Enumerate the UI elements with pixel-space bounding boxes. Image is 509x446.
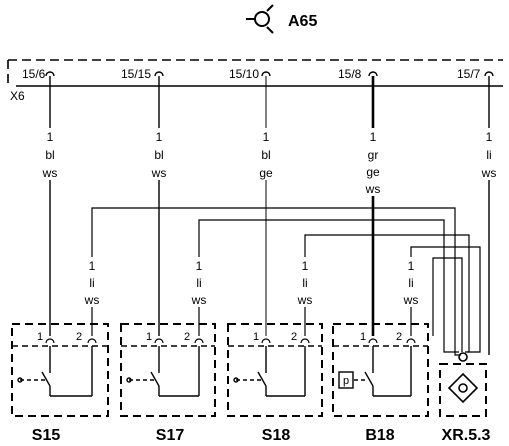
svg-text:2: 2 [184,331,190,343]
ground-junction [439,352,487,417]
wire-label: 1 li ws [481,130,497,180]
socket-icon [368,71,378,77]
wire-label: 1 gr ge ws [365,130,381,196]
svg-text:ws: ws [481,166,497,180]
switch-icon [17,346,93,397]
svg-text:bl: bl [261,148,270,162]
svg-text:1: 1 [196,259,203,273]
component-label: S18 [262,427,291,444]
component-b18: 1 2 p [332,323,429,417]
component-label: S15 [32,427,61,444]
return-wire-ground [432,257,463,352]
header-device-label: A65 [288,13,317,30]
svg-text:li: li [408,276,413,290]
sensor-mark: p [343,375,349,387]
socket-icon [154,71,164,77]
svg-text:li: li [302,276,307,290]
header-symbol-icon [246,4,274,34]
svg-text:2: 2 [291,331,297,343]
svg-text:1: 1 [263,130,270,144]
svg-text:1: 1 [408,259,415,273]
component-label: B18 [365,427,394,444]
return-wire-s17 [198,219,459,353]
wire-label-backgrounds [42,128,497,196]
feed-wires [49,76,490,355]
svg-text:ws: ws [191,293,207,307]
svg-text:1: 1 [156,130,163,144]
wire-label: 1 bl ws [42,130,58,180]
svg-text:ws: ws [151,166,167,180]
ground-label: XR.5.3 [442,427,491,444]
socket-icon [45,71,55,77]
svg-text:1: 1 [360,331,366,343]
return-wire-label: 1 li ws [403,259,419,307]
connector-pin-label: 15/8 [338,67,362,81]
svg-text:ws: ws [403,293,419,307]
return-wire-label: 1 li ws [84,259,100,307]
component-label: S17 [156,427,185,444]
ground-diamond-icon [447,372,479,404]
connector-pin-label: 15/10 [229,67,259,81]
svg-text:li: li [196,276,201,290]
svg-text:li: li [486,148,491,162]
svg-text:1: 1 [146,331,152,343]
svg-text:ws: ws [297,293,313,307]
svg-text:ge: ge [366,165,380,179]
svg-text:ws: ws [42,166,58,180]
switch-icon [126,346,200,397]
svg-text:bl: bl [154,148,163,162]
connector-socket-icons [45,71,494,77]
svg-text:ws: ws [84,293,100,307]
svg-text:ge: ge [259,166,273,180]
svg-text:1: 1 [302,259,309,273]
svg-text:bl: bl [45,148,54,162]
svg-text:1: 1 [47,130,54,144]
switch-icon [233,346,306,397]
svg-text:2: 2 [76,331,82,343]
component-s17: 1 2 [120,323,216,417]
return-wire-label: 1 li ws [297,259,313,307]
svg-text:1: 1 [370,130,377,144]
component-s15: 1 2 [11,323,109,417]
svg-text:li: li [89,276,94,290]
connector-pin-label: 15/15 [121,67,151,81]
component-s18: 1 2 [227,323,323,417]
return-wire-b18 [410,246,481,353]
return-label-backgrounds [84,257,419,307]
wire-label: 1 bl ws [151,130,167,180]
socket-icon [484,71,494,77]
return-wire-s15 [91,207,461,356]
svg-text:2: 2 [396,331,402,343]
wire-label: 1 bl ge [259,130,273,180]
svg-text:1: 1 [253,331,259,343]
connector-name: X6 [10,89,25,103]
svg-text:1: 1 [37,331,43,343]
svg-text:gr: gr [368,148,379,162]
connector-pin-label: 15/6 [22,67,46,81]
connector-pin-label: 15/7 [457,67,481,81]
return-wire-label: 1 li ws [191,259,207,307]
pressure-switch-icon [338,346,412,397]
svg-text:ws: ws [365,182,381,196]
svg-text:1: 1 [486,130,493,144]
socket-icon [261,71,271,77]
svg-text:1: 1 [89,259,96,273]
